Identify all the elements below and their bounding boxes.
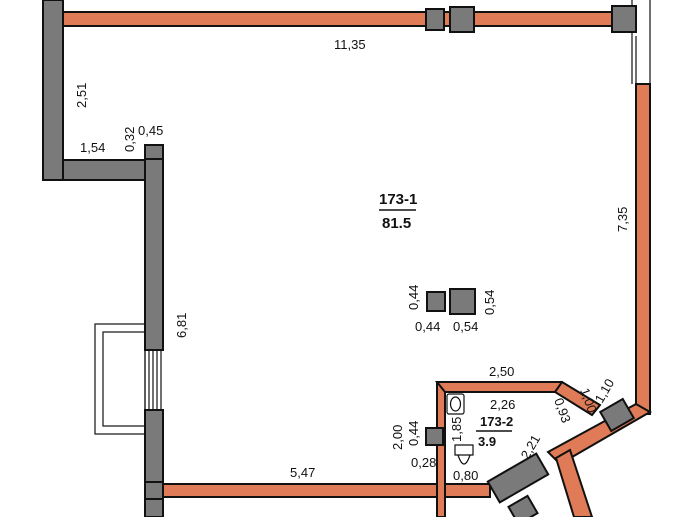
column-large [449,288,476,315]
right-wall [635,83,651,415]
dim-left-upper-wall: 2,51 [74,83,89,108]
dim-bath-inner-height: 1,85 [449,417,464,442]
column-small [426,291,446,312]
dim-left-lower-wall: 6,81 [174,313,189,338]
dim-pier-a: 0,32 [122,127,137,152]
toilet-icon [454,444,474,465]
top-wall-column-3 [611,5,637,33]
room-1-id: 173-1 [379,191,417,208]
bath-left-wall [436,381,446,517]
bath-diag-wall [553,380,602,417]
dim-column-small-h: 0,44 [406,285,421,310]
pier-column [144,144,164,160]
left-bottom-column [144,481,164,500]
dim-bath-col-w: 0,28 [411,455,436,470]
window-bay-inner [102,331,146,427]
sink-icon [446,393,465,415]
dim-bath-opening: 0,80 [453,468,478,483]
ledge-wall [62,159,146,181]
diag-column-1 [598,397,636,433]
dim-pier-b: 0,45 [138,123,163,138]
left-lower-wall [144,144,164,351]
dim-top-wall: 11,35 [334,37,366,52]
top-wall [62,11,616,27]
bath-column [425,427,444,446]
lower-diag-wall [554,448,594,517]
room-2-area: 3.9 [478,434,496,449]
dim-diag-outer: 1,10 [592,376,618,405]
left-bottom-wall [144,409,164,517]
bath-top-wall [434,381,573,393]
dim-bath-height: 2,00 [390,425,405,450]
dim-bath-top: 2,50 [489,364,514,379]
room-2-id: 173-2 [480,414,513,429]
dim-bottom-wall: 5,47 [290,465,315,480]
dim-bath-col-h: 0,44 [406,421,421,446]
dim-column-large-h: 0,54 [482,290,497,315]
walls [42,0,653,517]
dim-column-small-w: 0,44 [415,319,440,334]
diag-column-3 [507,494,539,517]
left-upper-wall [42,0,64,181]
diag-column-2 [486,452,550,504]
top-wall-column-1 [425,8,445,31]
dim-bath-inner: 2,26 [490,397,515,412]
room-1-area: 81.5 [382,215,411,232]
dim-column-large-w: 0,54 [453,319,478,334]
dim-right-wall: 7,35 [615,207,630,232]
top-wall-column-2 [449,6,475,33]
dim-ledge: 1,54 [80,140,105,155]
